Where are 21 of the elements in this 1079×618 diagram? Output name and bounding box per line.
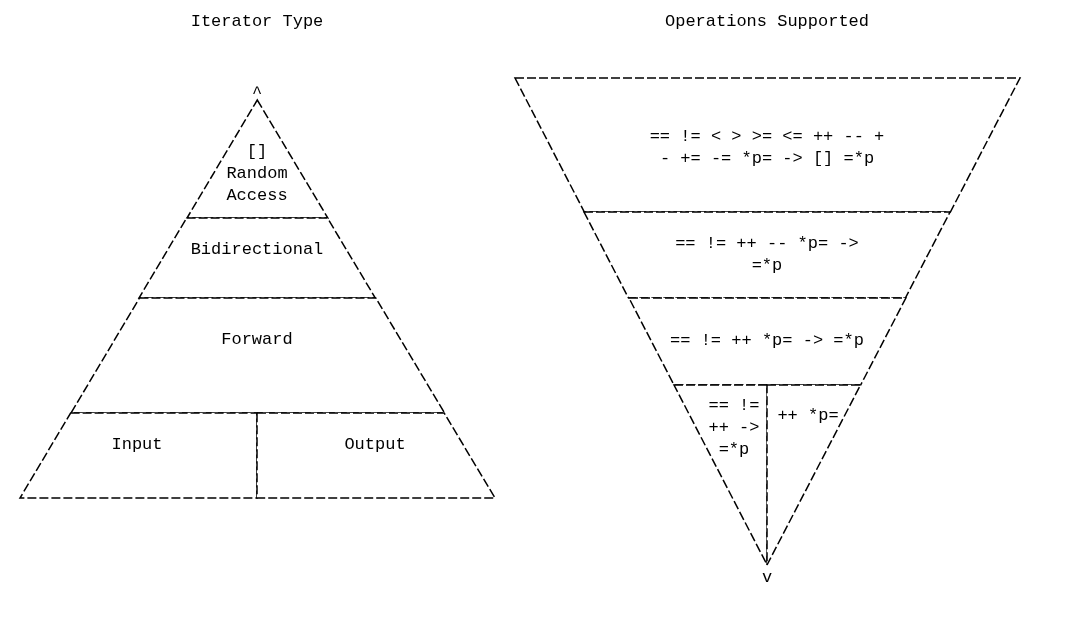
tier-label: ++ *p= <box>777 404 839 427</box>
apex-mark: v <box>761 568 773 587</box>
tier-label: == != ++ -> =*p <box>707 394 761 462</box>
pyramid-tier <box>767 385 861 565</box>
column-heading: Iterator Type <box>190 12 324 31</box>
tier-label: [] <box>246 140 268 163</box>
pyramid-tier <box>628 298 906 385</box>
pyramid-tier <box>257 413 495 498</box>
tier-label: Input <box>111 433 163 456</box>
column-heading: Operations Supported <box>665 12 869 31</box>
tier-label: == != < > >= <= ++ -- + - += -= *p= -> [] =*p <box>648 125 886 170</box>
tier-label: == != ++ *p= -> =*p <box>670 329 864 352</box>
tier-label: Bidirectional <box>190 238 324 261</box>
pyramid-tier <box>673 385 767 565</box>
pyramid-tier <box>186 100 328 218</box>
tier-label: Random Access <box>225 162 289 208</box>
apex-mark: ^ <box>251 84 263 103</box>
pyramid-tier <box>20 413 257 498</box>
tier-label: Output <box>344 433 406 456</box>
tier-label: Forward <box>221 328 293 351</box>
tier-label: == != ++ -- *p= -> =*p <box>674 232 860 277</box>
